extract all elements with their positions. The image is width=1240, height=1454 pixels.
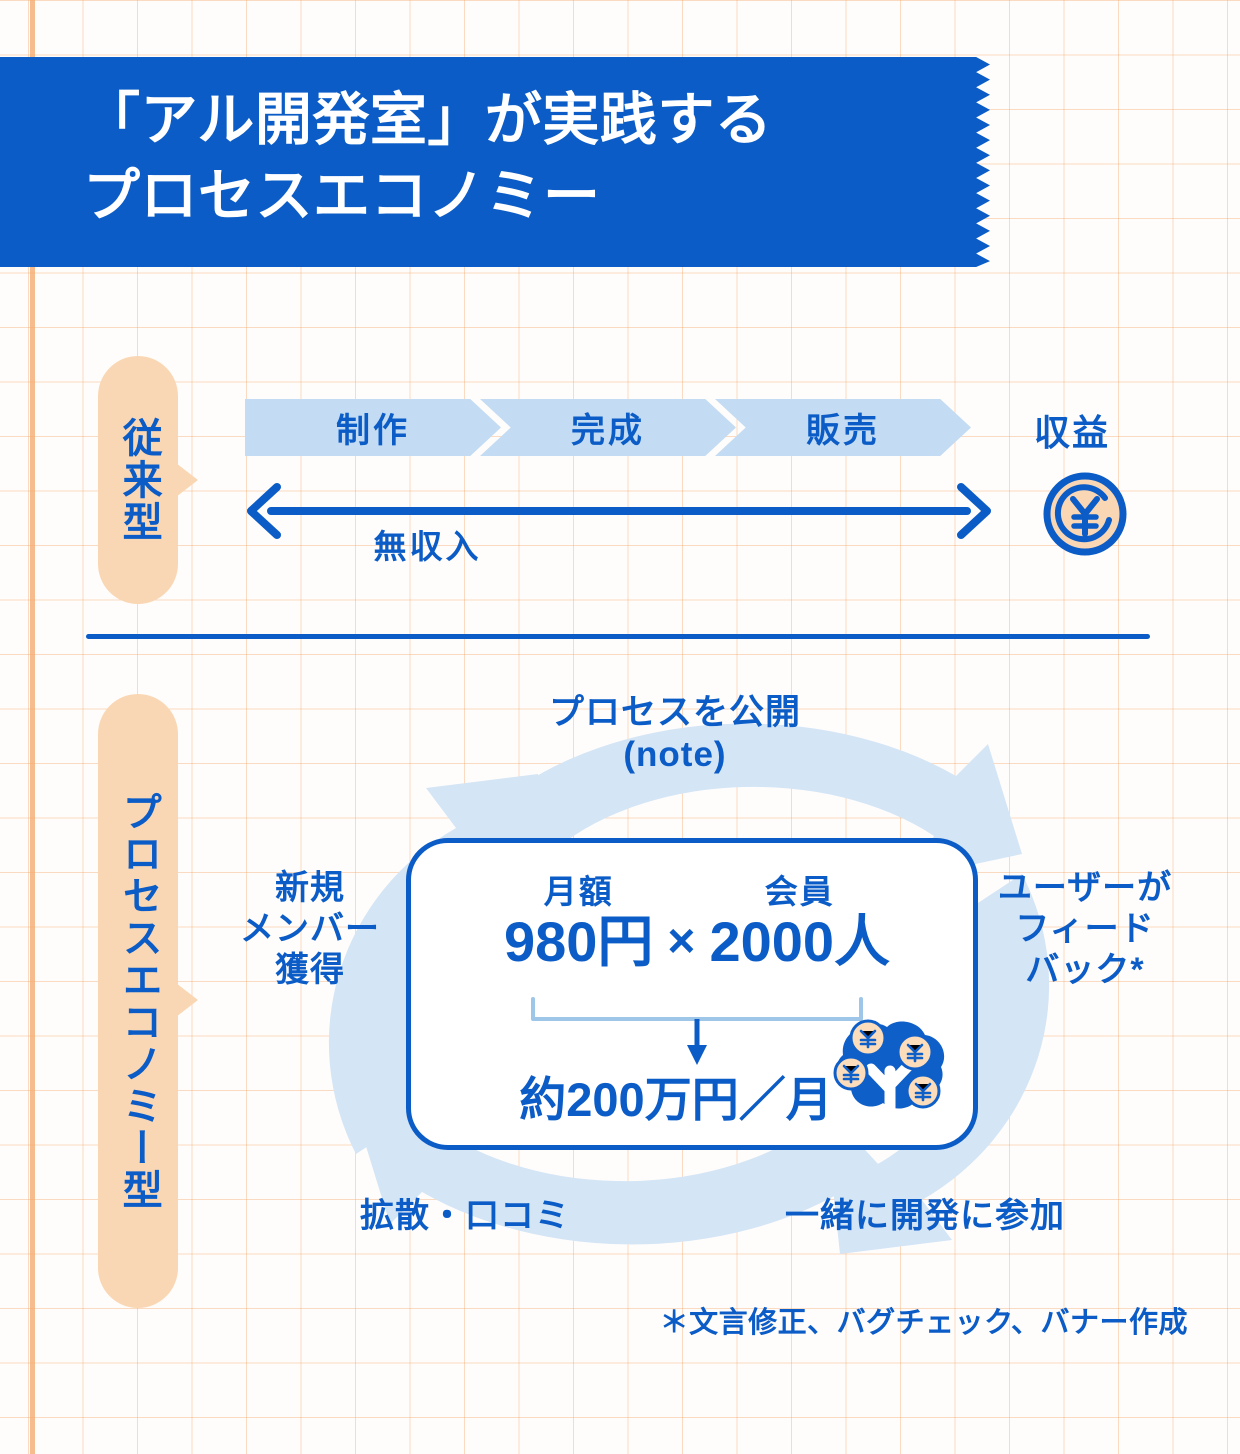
paper-margin-line: [30, 0, 35, 1454]
cycle-label-join-development: 一緒に開発に参加: [785, 1197, 1065, 1235]
title-line-2: プロセスエコノミー: [83, 163, 601, 228]
chevron-step-3-label: 販売: [806, 412, 880, 450]
chevron-step-2: 完成: [480, 399, 736, 456]
cycle-arrows-diagram: [262, 684, 1122, 1289]
footnote: ＊文言修正、バグチェック、バナー作成: [659, 1307, 1188, 1339]
cycle-label-new-member-line-3: 獲得: [275, 950, 345, 989]
no-income-label-text: 無収入: [373, 528, 482, 565]
pill-label-process-economy: プロセスエコノミー型: [98, 694, 178, 1308]
pill-label-legacy-text: 従来型: [116, 417, 161, 543]
pill-pointer-process-economy: [176, 983, 198, 1017]
money-tree-icon: [831, 1011, 957, 1148]
cycle-label-new-member-line-1: 新規: [275, 869, 345, 907]
cycle-label-new-member-line-2: メンバー: [240, 909, 380, 948]
chevron-step-2-label: 完成: [571, 412, 645, 450]
cycle-label-user-feedback-line-2: フィード: [1015, 909, 1155, 948]
calc-members-value: 2000人: [709, 909, 891, 973]
calc-members-caption: 会員: [764, 873, 835, 910]
calculation-equation-row: 月額 980円 × 会員 2000人: [411, 873, 983, 973]
calc-bracket-arrow-icon: [529, 995, 865, 1072]
chevron-step-1-label: 制作: [336, 412, 410, 450]
multiply-icon: ×: [667, 914, 696, 968]
yen-coin-icon: [1039, 468, 1131, 565]
revenue-label: 収益: [1034, 412, 1111, 453]
title-line-1: 「アル開発室」が実践する: [83, 88, 773, 152]
pill-label-legacy: 従来型: [98, 356, 178, 604]
calc-result: 約200万円／月: [411, 1061, 983, 1130]
calc-result-text: 約200万円／月: [519, 1073, 833, 1126]
cycle-label-user-feedback: ユーザーが フィード バック*: [975, 868, 1195, 990]
no-income-span-arrow: [243, 483, 995, 544]
chevron-step-1: 制作: [245, 399, 501, 456]
pill-pointer-legacy: [176, 463, 198, 497]
cycle-label-publish-sub: (note): [623, 735, 727, 774]
cycle-label-user-feedback-line-1: ユーザーが: [997, 869, 1173, 907]
cycle-label-publish: プロセスを公開 (note): [470, 692, 880, 776]
chevron-step-3: 販売: [715, 399, 971, 456]
calc-monthly-fee: 月額 980円: [504, 873, 653, 973]
no-income-label: 無収入: [0, 520, 1240, 568]
legacy-process-chevrons: 制作 完成 販売: [245, 399, 990, 456]
pill-label-process-economy-text: プロセスエコノミー型: [116, 791, 161, 1211]
revenue-calculation-box: 月額 980円 × 会員 2000人 約200万円／月: [406, 838, 978, 1150]
cycle-label-new-member: 新規 メンバー 獲得: [215, 868, 405, 990]
calc-monthly-fee-value: 980円: [503, 909, 654, 973]
calc-monthly-fee-caption: 月額: [543, 873, 614, 910]
cycle-label-word-of-mouth: 拡散・口コミ: [360, 1197, 570, 1235]
cycle-label-publish-main: プロセスを公開: [548, 693, 801, 732]
title-banner: 「アル開発室」が実践する プロセスエコノミー: [0, 57, 990, 267]
cycle-label-user-feedback-line-3: バック*: [1025, 950, 1145, 989]
section-divider: [86, 634, 1150, 639]
calc-members: 会員 2000人: [709, 873, 890, 973]
